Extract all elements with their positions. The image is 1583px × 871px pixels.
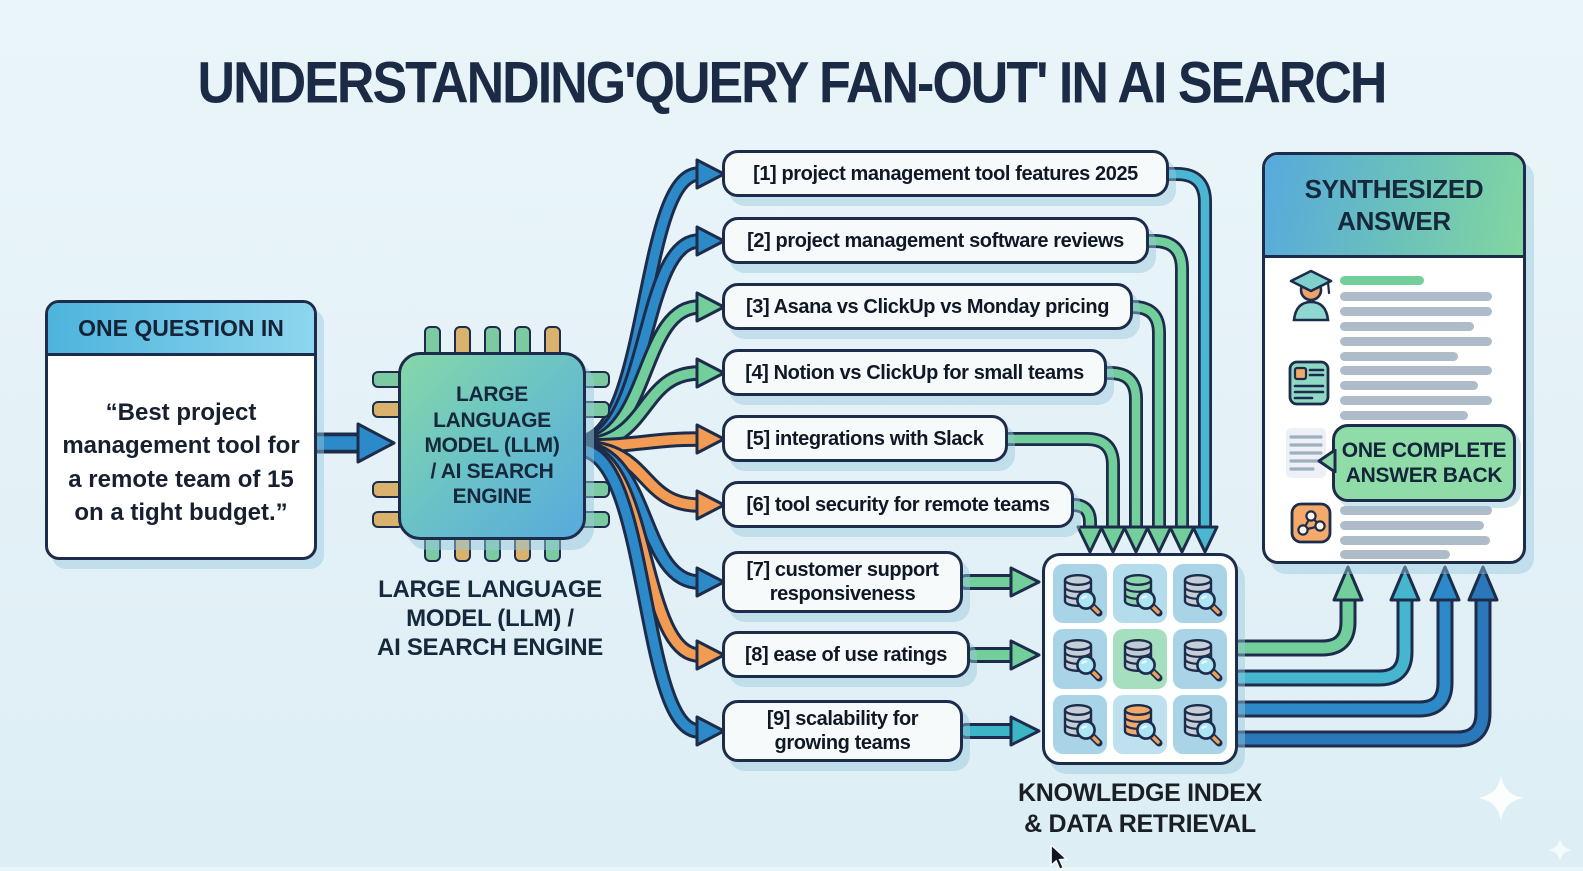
answer-line xyxy=(1340,550,1450,559)
one-complete-answer-badge: ONE COMPLETE ANSWER BACK xyxy=(1332,424,1516,502)
answer-line xyxy=(1340,292,1492,301)
database-search-icon xyxy=(1053,694,1107,754)
question-text: “Best project management tool for a remo… xyxy=(62,399,300,526)
answer-line xyxy=(1340,381,1478,390)
query-box-4: [4] Notion vs ClickUp for small teams xyxy=(722,349,1107,396)
database-search-icon xyxy=(1053,629,1107,689)
knowledge-index-grid xyxy=(1042,553,1238,765)
database-search-icon xyxy=(1173,564,1227,624)
query-box-8: [8] ease of use ratings xyxy=(722,631,970,678)
page-title: UNDERSTANDING'QUERY FAN-OUT' IN AI SEARC… xyxy=(197,51,1388,117)
retrieval-arrow-q6 xyxy=(1064,498,1104,554)
question-box: ONE QUESTION IN “Best project management… xyxy=(45,300,317,560)
question-box-header: ONE QUESTION IN xyxy=(48,303,314,356)
answer-line xyxy=(1340,307,1492,316)
query-box-5: [5] integrations with Slack xyxy=(722,415,1008,462)
query-box-2: [2] project management software reviews xyxy=(722,217,1149,264)
answer-line xyxy=(1340,352,1458,361)
retrieval-arrow-q8 xyxy=(965,639,1041,671)
database-search-icon xyxy=(1113,629,1167,689)
llm-chip-label: LARGE LANGUAGE MODEL (LLM) / AI SEARCH E… xyxy=(398,352,586,540)
query-box-1: [1] project management tool features 202… xyxy=(722,150,1169,197)
answer-line xyxy=(1340,337,1492,346)
answer-line xyxy=(1340,506,1492,515)
database-search-icon xyxy=(1173,629,1227,689)
database-search-icon xyxy=(1113,564,1167,624)
retrieval-arrow-q9 xyxy=(958,715,1041,747)
retrieval-arrow-q4 xyxy=(1097,366,1150,554)
query-box-9: [9] scalability for growing teams xyxy=(722,700,963,762)
database-search-icon xyxy=(1053,564,1107,624)
synthesized-answer-header: SYNTHESIZED ANSWER xyxy=(1265,155,1523,258)
retrieval-arrow-q7 xyxy=(958,566,1041,598)
answer-line xyxy=(1340,521,1484,530)
answer-line xyxy=(1340,536,1490,545)
mouse-cursor xyxy=(1050,845,1068,871)
answer-line xyxy=(1340,366,1492,375)
knowledge-index-caption: KNOWLEDGE INDEX & DATA RETRIEVAL xyxy=(1017,779,1263,838)
share-graph-icon xyxy=(1290,502,1332,544)
database-search-icon xyxy=(1113,694,1167,754)
synthesis-arrow-2 xyxy=(1231,565,1421,687)
answer-line xyxy=(1340,411,1468,420)
synthesis-arrow-3 xyxy=(1231,565,1461,718)
retrieval-arrow-q2 xyxy=(1139,234,1196,554)
database-search-icon xyxy=(1173,694,1227,754)
retrieval-arrow-q3 xyxy=(1123,300,1173,554)
llm-chip-caption: LARGE LANGUAGE MODEL (LLM) / AI SEARCH E… xyxy=(377,576,603,661)
badge-tail xyxy=(1317,449,1337,473)
sparkle-icon xyxy=(1478,775,1524,821)
persona-icon xyxy=(1289,269,1333,322)
answer-line xyxy=(1340,276,1424,285)
text-lines-icon xyxy=(1286,428,1326,478)
answer-line xyxy=(1340,322,1474,331)
query-box-7: [7] customer support responsiveness xyxy=(722,551,963,613)
query-box-6: [6] tool security for remote teams xyxy=(722,481,1074,528)
answer-line xyxy=(1340,396,1492,405)
llm-chip-icon: LARGE LANGUAGE MODEL (LLM) / AI SEARCH E… xyxy=(372,326,610,562)
query-box-3: [3] Asana vs ClickUp vs Monday pricing xyxy=(722,283,1133,330)
retrieval-arrow-q1 xyxy=(1158,167,1219,554)
document-card-icon xyxy=(1288,360,1330,406)
sparkle-icon xyxy=(1548,838,1572,862)
synthesis-arrow-4 xyxy=(1231,565,1499,748)
synthesis-arrow-1 xyxy=(1231,565,1364,657)
